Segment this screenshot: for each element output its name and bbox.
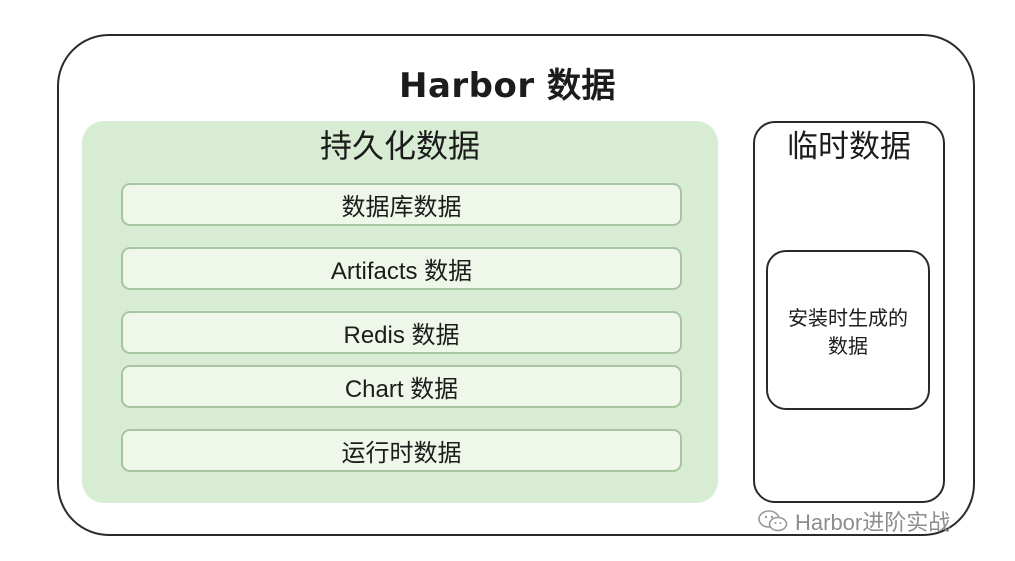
artifacts-data-item: Artifacts 数据 xyxy=(121,247,682,290)
redis-data-item: Redis 数据 xyxy=(121,311,682,354)
install-generated-data-label: 安装时生成的 数据 xyxy=(766,304,930,360)
temporary-data-title: 临时数据 xyxy=(787,129,911,165)
install-generated-data-line1: 安装时生成的 xyxy=(788,306,908,330)
chart-data-item: Chart 数据 xyxy=(121,365,682,408)
database-data-item: 数据库数据 xyxy=(121,183,682,226)
runtime-data-item: 运行时数据 xyxy=(121,429,682,472)
install-generated-data-box xyxy=(766,250,930,410)
diagram-title: Harbor 数据 xyxy=(399,66,616,106)
persistent-data-title: 持久化数据 xyxy=(319,127,480,165)
wechat-icon xyxy=(757,509,789,533)
watermark: Harbor进阶实战 xyxy=(757,506,950,536)
watermark-text: Harbor进阶实战 xyxy=(795,510,951,535)
install-generated-data-line2: 数据 xyxy=(828,334,868,358)
